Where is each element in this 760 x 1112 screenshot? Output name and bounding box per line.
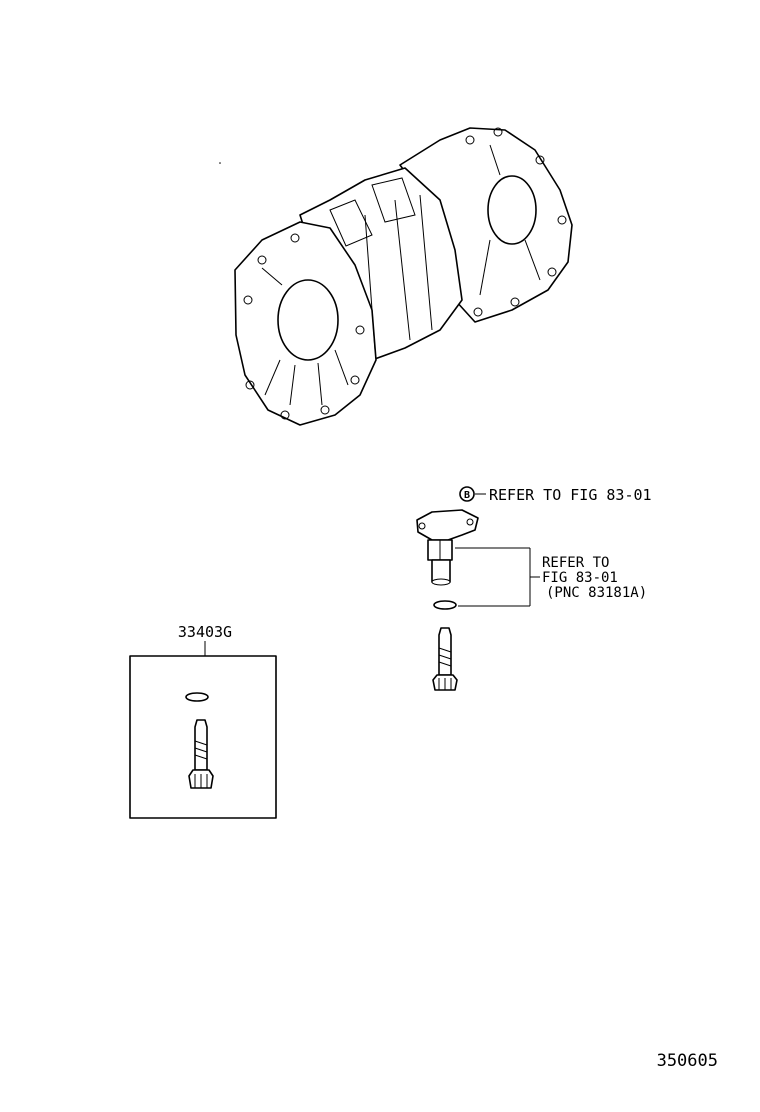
transmission-case-illustration bbox=[219, 127, 573, 426]
o-ring-kit bbox=[185, 692, 209, 702]
kit-box bbox=[129, 655, 277, 819]
callout-b: B REFER TO FIG 83-01 bbox=[459, 486, 652, 504]
kit-part-number: 33403G bbox=[178, 623, 232, 641]
o-ring-upper bbox=[433, 600, 457, 610]
callout-b-text: REFER TO FIG 83-01 bbox=[489, 486, 652, 504]
callout-b-marker: B bbox=[464, 490, 470, 501]
driven-gear-kit bbox=[188, 719, 214, 789]
bracket-ref-line2: FIG 83-01 bbox=[542, 570, 618, 586]
reference-bracket bbox=[455, 547, 540, 607]
figure-number: 350605 bbox=[657, 1051, 718, 1071]
bracket-ref-line1: REFER TO bbox=[542, 555, 609, 571]
speed-sensor-illustration bbox=[416, 509, 479, 586]
driven-gear-upper bbox=[432, 627, 458, 691]
callout-b-marker-circle bbox=[459, 486, 475, 502]
bracket-ref-line3: (PNC 83181A) bbox=[546, 585, 647, 601]
